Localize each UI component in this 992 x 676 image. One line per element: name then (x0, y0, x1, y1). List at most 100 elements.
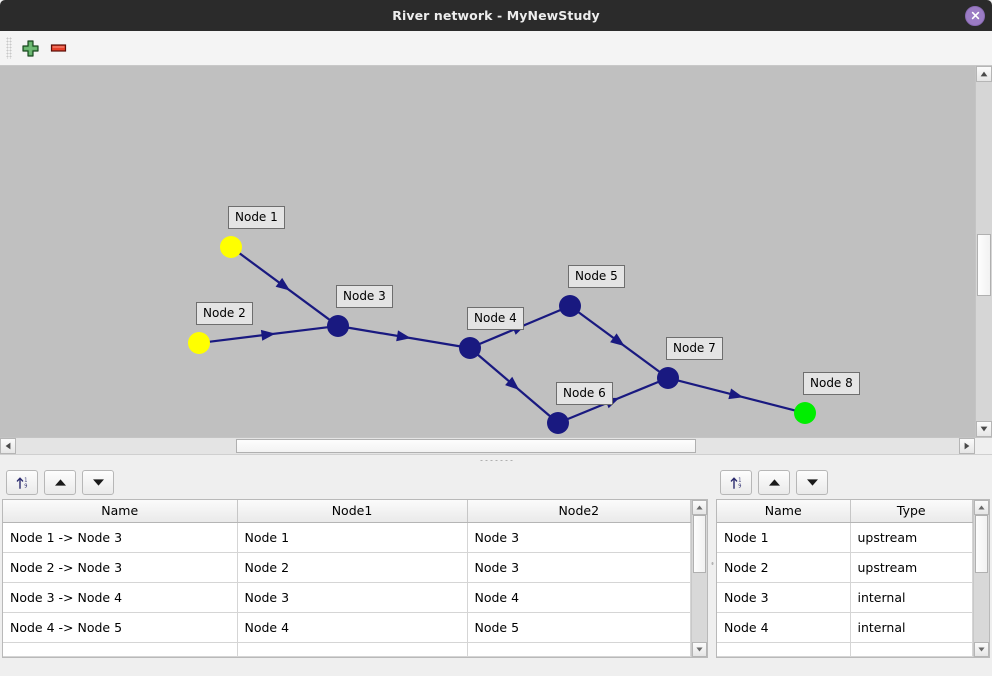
canvas-horizontal-scrollbar[interactable] (0, 437, 992, 454)
table-cell[interactable]: Node 2 (717, 552, 851, 583)
table-cell[interactable]: Node 1 -> Node 3 (3, 522, 238, 553)
table-cell[interactable]: Node 4 -> Node 5 (3, 612, 238, 643)
table-cell[interactable]: Node 3 -> Node 4 (3, 582, 238, 613)
table-cell[interactable]: internal (850, 612, 973, 643)
graph-node[interactable] (657, 367, 679, 389)
nodes-move-up-button[interactable] (758, 469, 790, 495)
column-header[interactable]: Name (3, 500, 238, 523)
table-cell[interactable]: Node 1 (237, 522, 468, 553)
nodes-move-down-button[interactable] (796, 469, 828, 495)
vertical-splitter[interactable] (710, 465, 714, 662)
graph-node[interactable] (559, 295, 581, 317)
add-node-button[interactable] (16, 35, 44, 61)
arrow-up-icon (54, 478, 66, 486)
nodes-scroll-up-button[interactable] (974, 500, 989, 515)
table-cell[interactable]: Node 5 (467, 612, 691, 643)
branches-vscroll-track[interactable] (692, 515, 707, 642)
table-cell[interactable]: Node 3 (717, 582, 851, 613)
delete-node-button[interactable] (44, 35, 72, 61)
column-header[interactable]: Type (850, 500, 973, 523)
graph-node-label[interactable]: Node 2 (196, 302, 253, 325)
branches-move-down-button[interactable] (82, 469, 114, 495)
graph-node[interactable] (794, 402, 816, 424)
branches-scroll-up-button[interactable] (692, 500, 707, 515)
graph-node-label[interactable]: Node 5 (568, 265, 625, 288)
branches-vscroll-thumb[interactable] (693, 515, 706, 573)
graph-node[interactable] (459, 337, 481, 359)
canvas-vertical-scrollbar[interactable] (975, 66, 992, 437)
table-cell[interactable]: upstream (850, 522, 973, 553)
column-header[interactable]: Name (717, 500, 851, 523)
table-cell[interactable] (3, 642, 238, 657)
nodes-vertical-scrollbar[interactable] (973, 500, 989, 657)
graph-node-label[interactable]: Node 3 (336, 285, 393, 308)
branches-move-up-button[interactable] (44, 469, 76, 495)
graph-node-label[interactable]: Node 6 (556, 382, 613, 405)
table-cell[interactable]: Node 4 (237, 612, 468, 643)
graph-node[interactable] (327, 315, 349, 337)
table-cell[interactable]: Node 2 (237, 552, 468, 583)
table-cell[interactable]: Node 3 (237, 582, 468, 613)
table-cell[interactable] (467, 642, 691, 657)
nodes-sort-button[interactable]: 1 9 (720, 469, 752, 495)
scroll-left-button[interactable] (0, 438, 16, 454)
table-cell[interactable]: upstream (850, 552, 973, 583)
column-header[interactable]: Node1 (237, 500, 468, 523)
nodes-vscroll-track[interactable] (974, 515, 989, 642)
branches-pane: 1 9 (0, 465, 710, 662)
table-row[interactable] (717, 642, 973, 657)
table-row[interactable] (3, 642, 691, 657)
nodes-vscroll-thumb[interactable] (975, 515, 988, 573)
toolbar-drag-handle[interactable] (6, 37, 12, 59)
table-cell[interactable]: Node 2 -> Node 3 (3, 552, 238, 583)
column-header[interactable]: Node2 (467, 500, 691, 523)
table-cell[interactable]: Node 3 (467, 522, 691, 553)
graph-node-label[interactable]: Node 4 (467, 307, 524, 330)
arrow-down-icon (806, 478, 818, 486)
river-network-graph[interactable]: Node 1 Node 2 Node 3 Node 4 Node 5 Node 6 Node… (0, 66, 975, 437)
table-cell[interactable]: Node 3 (467, 552, 691, 583)
branches-sort-button[interactable]: 1 9 (6, 469, 38, 495)
canvas-hscroll-thumb[interactable] (236, 439, 696, 453)
canvas-hscroll-track[interactable] (16, 438, 959, 454)
graph-node-label[interactable]: Node 1 (228, 206, 285, 229)
table-cell[interactable] (237, 642, 468, 657)
branches-toolbar: 1 9 (0, 465, 710, 499)
table-cell[interactable]: Node 4 (467, 582, 691, 613)
branches-vertical-scrollbar[interactable] (691, 500, 707, 657)
table-cell[interactable]: Node 4 (717, 612, 851, 643)
table-cell[interactable]: internal (850, 582, 973, 613)
window-titlebar: River network - MyNewStudy (0, 0, 992, 31)
nodes-scroll-down-button[interactable] (974, 642, 989, 657)
branches-scroll-down-button[interactable] (692, 642, 707, 657)
table-cell[interactable] (850, 642, 973, 657)
graph-node[interactable] (547, 412, 569, 434)
canvas-vscroll-thumb[interactable] (977, 234, 991, 296)
graph-node-label[interactable]: Node 7 (666, 337, 723, 360)
graph-node-label[interactable]: Node 8 (803, 372, 860, 395)
scroll-up-button[interactable] (976, 66, 992, 82)
table-cell[interactable] (717, 642, 851, 657)
graph-node[interactable] (220, 236, 242, 258)
scroll-right-button[interactable] (959, 438, 975, 454)
canvas-vscroll-track[interactable] (976, 82, 992, 421)
table-cell[interactable]: Node 1 (717, 522, 851, 553)
graph-node[interactable] (188, 332, 210, 354)
horizontal-splitter[interactable] (0, 454, 992, 465)
close-window-button[interactable] (965, 5, 985, 26)
scroll-down-button[interactable] (976, 421, 992, 437)
